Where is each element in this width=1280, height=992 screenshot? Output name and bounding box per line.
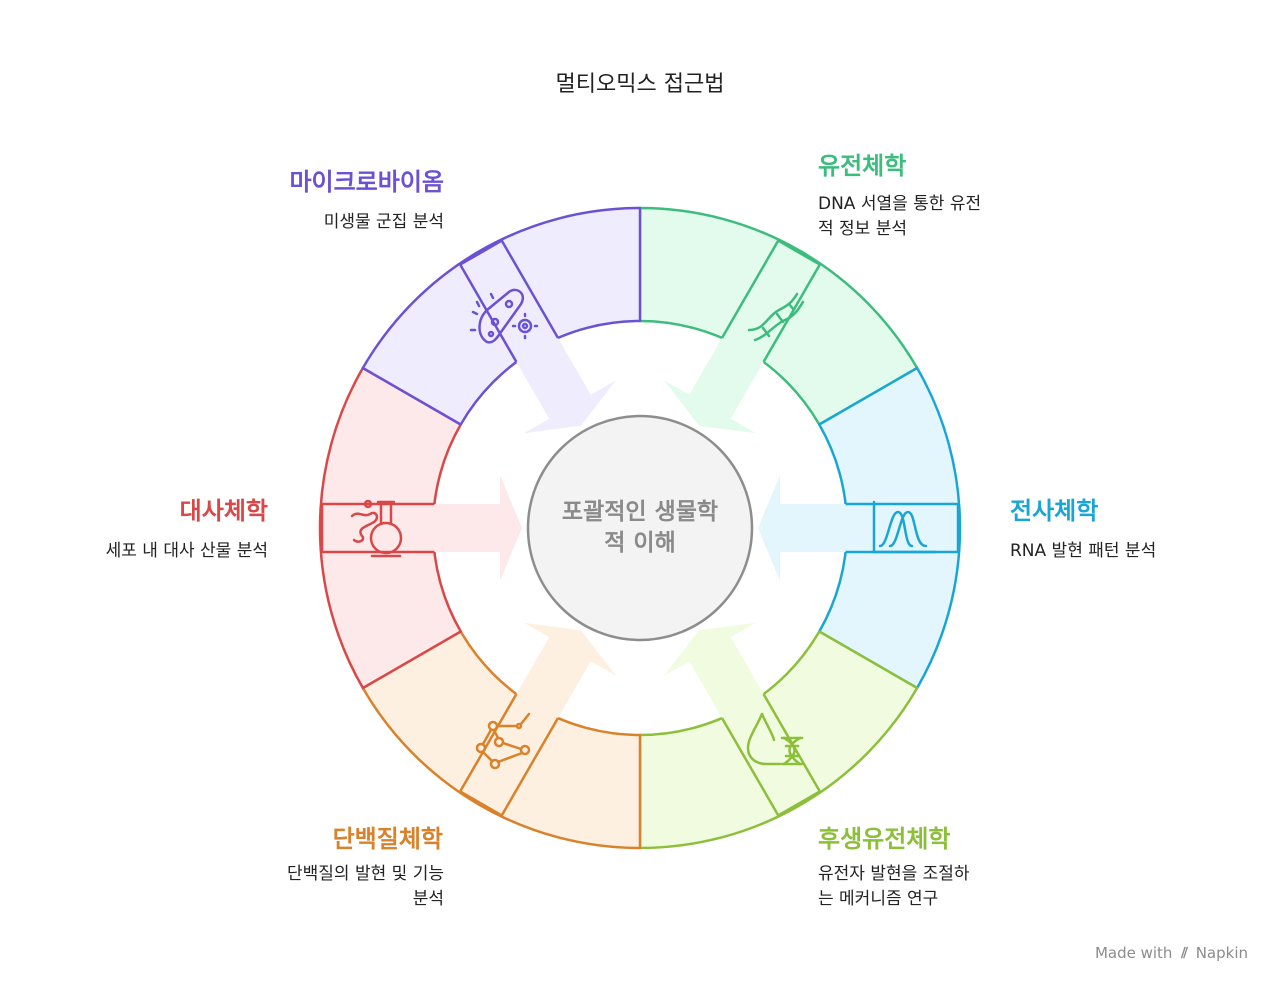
segment-microbiome xyxy=(361,206,642,435)
flask-icon xyxy=(350,499,403,558)
center-label-line1: 포괄적인 생물학 xyxy=(561,499,719,525)
segment-arrow-fill-microbiome xyxy=(460,240,616,434)
desc-microbiome: 미생물 군집 분석 xyxy=(324,210,444,235)
segment-arrow-proteomics xyxy=(458,621,618,817)
expression-curve-icon xyxy=(872,500,938,554)
center-label-line2: 적 이해 xyxy=(604,530,676,556)
segment-arrow-fill-transcriptomics xyxy=(758,475,958,581)
segment-arrow-fill-epigenomics xyxy=(664,622,820,816)
footer: Made with ⫽ Napkin xyxy=(1095,944,1248,962)
segment-epigenomics xyxy=(638,621,919,850)
desc-metabolomics: 세포 내 대사 산물 분석 xyxy=(106,539,268,564)
center-label: 포괄적인 생물학 적 이해 xyxy=(530,497,750,559)
molecule-network-icon xyxy=(475,712,531,770)
center-layer xyxy=(526,414,754,642)
dna-icon xyxy=(747,292,805,342)
desc-genomics-line2: 적 정보 분석 xyxy=(818,219,908,239)
segment-arrow-epigenomics xyxy=(662,621,822,817)
segment-metabolomics xyxy=(318,366,524,690)
segment-transcriptomics xyxy=(756,366,962,690)
segment-arrow-fill-metabolomics xyxy=(322,475,522,581)
desc-epigenomics: 유전자 발현을 조절하 는 메커니즘 연구 xyxy=(818,862,970,912)
segment-arrow-fill-genomics xyxy=(664,240,820,434)
desc-proteomics-line1: 단백질의 발현 및 기능 xyxy=(287,864,444,884)
label-metabolomics: 대사체학 xyxy=(179,497,268,525)
desc-genomics: DNA 서열을 통한 유전 적 정보 분석 xyxy=(818,192,981,242)
napkin-logo-icon: ⫽ xyxy=(1181,944,1188,962)
segments-layer xyxy=(318,206,962,850)
label-epigenomics: 후생유전체학 xyxy=(818,825,951,853)
desc-transcriptomics-line1: RNA 발현 패턴 분석 xyxy=(1010,541,1157,561)
footer-made-with: Made with xyxy=(1094,944,1173,962)
drop-dna-icon xyxy=(746,712,804,766)
desc-proteomics-line2: 분석 xyxy=(412,889,444,909)
desc-genomics-line1: DNA 서열을 통한 유전 xyxy=(818,194,982,214)
label-transcriptomics: 전사체학 xyxy=(1010,497,1099,525)
label-microbiome: 마이크로바이옴 xyxy=(289,168,444,196)
label-proteomics: 단백질체학 xyxy=(332,825,443,853)
footer-brand: Napkin xyxy=(1195,944,1248,962)
segment-arrow-fill-proteomics xyxy=(460,622,616,816)
label-genomics: 유전체학 xyxy=(818,152,907,180)
desc-metabolomics-line1: 세포 내 대사 산물 분석 xyxy=(105,541,268,561)
desc-transcriptomics: RNA 발현 패턴 분석 xyxy=(1010,539,1156,564)
desc-epigenomics-line2: 는 메커니즘 연구 xyxy=(818,889,939,909)
icons-layer xyxy=(350,288,938,770)
center-circle xyxy=(526,414,754,642)
segment-arrow-genomics xyxy=(662,239,822,435)
desc-proteomics: 단백질의 발현 및 기능 분석 xyxy=(287,862,444,912)
page-title: 멀티오믹스 접근법 xyxy=(555,72,725,97)
desc-epigenomics-line1: 유전자 발현을 조절하 xyxy=(818,864,970,884)
segment-arrow-microbiome xyxy=(458,239,618,435)
microbe-icon xyxy=(469,288,539,344)
desc-microbiome-line1: 미생물 군집 분석 xyxy=(323,212,444,232)
segment-arrow-metabolomics xyxy=(320,473,524,583)
